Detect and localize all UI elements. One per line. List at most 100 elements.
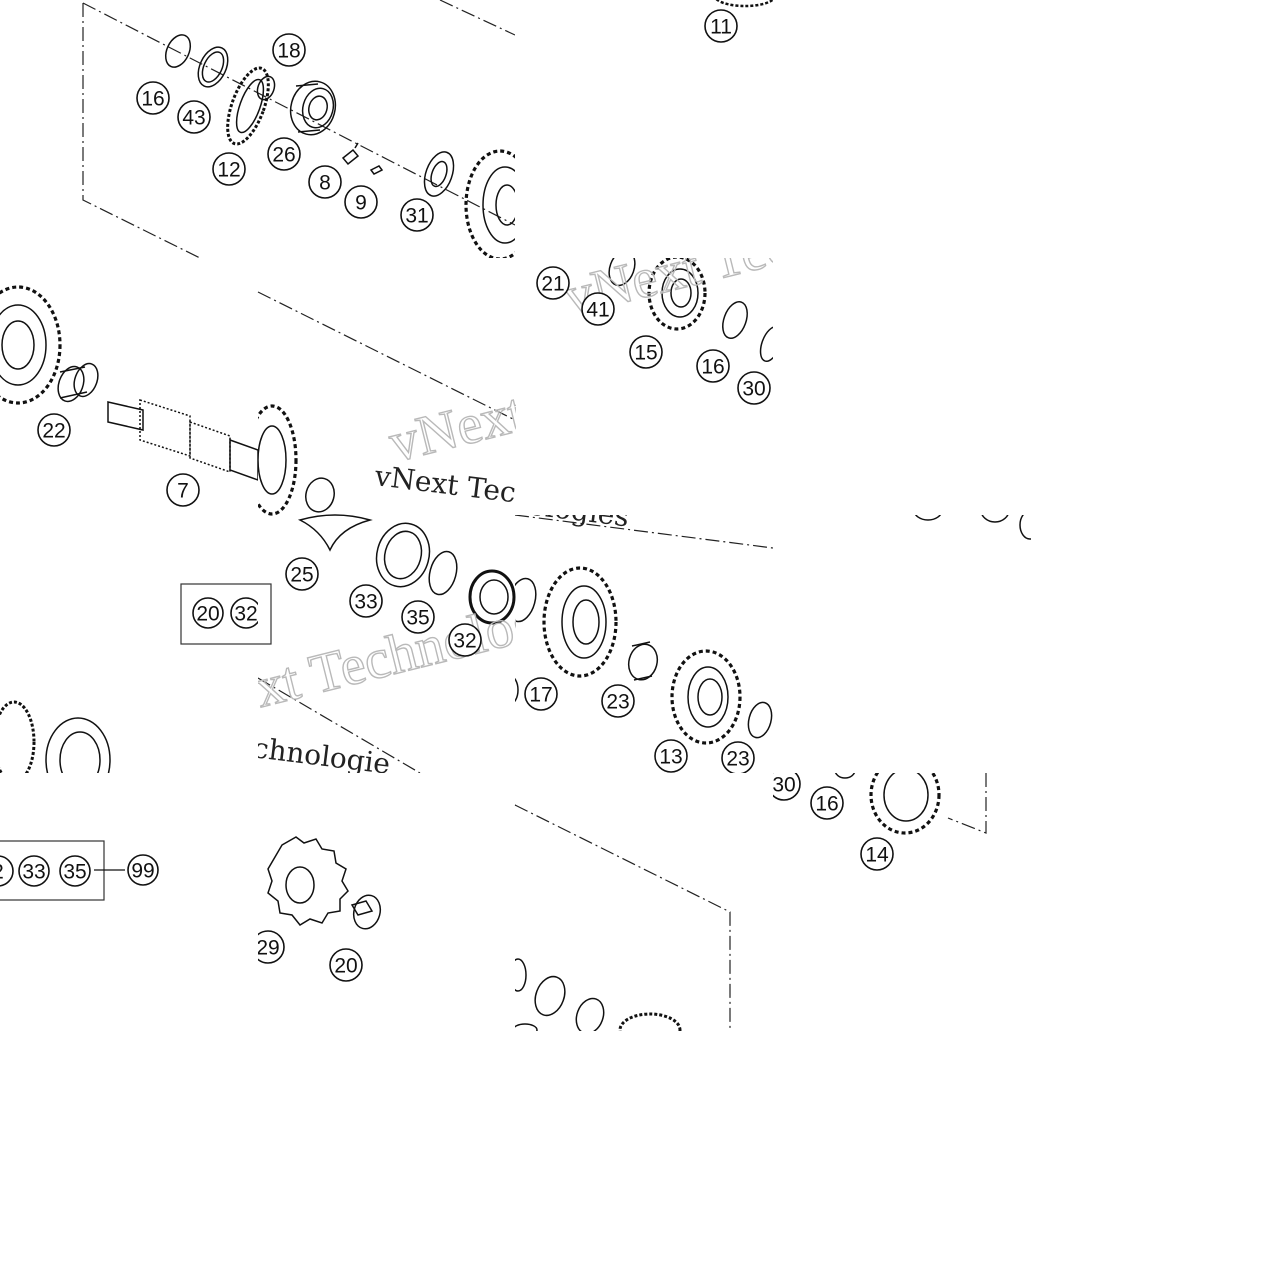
callout-circle [308,165,342,199]
callout-circle [773,773,801,801]
callout-label: 32 [453,630,476,653]
part-callout: 17 [524,677,558,711]
bushing-23b [747,701,773,739]
watermark-text: vNext Technologies [158,574,607,742]
part-callout: 33 [349,584,383,618]
bushing [305,477,335,513]
callout-circle [721,741,755,773]
shaft-7 [107,398,258,481]
nut-20 [350,894,382,930]
watermark-partial: vNext Tec [372,459,518,509]
callout-circle [536,266,570,300]
gear-large-top [464,149,515,258]
callout-label: 17 [529,684,552,707]
callout-circle [704,9,738,43]
callout-label: 31 [405,205,428,228]
part-callout: 41 [581,292,615,326]
gear-center [258,404,298,516]
callout-label: 21 [541,273,564,296]
watermark-text: vNext Technologies [558,160,1007,328]
part-callout: 31 [400,198,434,232]
gear-14 [869,773,941,835]
kit-box-a-label: 32 [234,603,257,626]
gear-13 [670,649,742,745]
callout-label: 23 [726,748,749,771]
callout-label: 20 [334,955,357,978]
part-callout: 29 [258,930,285,964]
part-callout: 15 [629,335,663,369]
ring-18 [256,75,276,101]
part-callout: 9 [344,185,378,219]
part-callout: 16 [696,349,730,383]
callout-circle [524,677,558,711]
callout-label: 15 [634,342,657,365]
callout-circle [37,413,71,447]
part-callout: 23 [601,684,635,718]
callout-label: 16 [701,356,724,379]
callout-circle [601,684,635,718]
callout-circle [810,786,844,820]
kit-box-b-label: 33 [22,861,45,884]
callout-label: 30 [742,378,765,401]
sprocket-29 [267,836,349,926]
callout-label: 16 [141,88,164,111]
seal-33 [375,522,431,588]
callout-circle [349,584,383,618]
kit-result-label: 99 [131,860,154,883]
callout-label: 30 [772,774,795,797]
part-callout: 13 [654,739,688,773]
callout-label: 7 [177,480,189,503]
callout-label: 23 [606,691,629,714]
bushing-23 [627,641,659,681]
callout-circle [629,335,663,369]
callout-label: 26 [272,144,295,167]
kit-box-a-label: 20 [196,603,219,626]
part-callout: 26 [267,137,301,171]
kit-box-a-frame [180,583,258,645]
circlip-16 [164,34,192,68]
part-callout: 30 [772,773,801,801]
callout-label: 16 [815,793,838,816]
part-callout: 25 [285,557,319,591]
bearing-26 [289,80,337,136]
kit-box-a: 20 32 [192,597,258,629]
callout-circle [654,739,688,773]
frame-lines [82,0,987,1031]
gear-left-large [0,285,62,405]
callout-label: 33 [354,591,377,614]
spring-25 [297,514,373,552]
part-callout: 35 [401,600,435,634]
part-callout: 8 [308,165,342,199]
callout-circle [581,292,615,326]
callout-label: 25 [290,564,313,587]
circlip-16b [722,301,748,339]
screw-9 [369,165,384,175]
callout-circle [860,837,894,871]
part-callout: 7 [166,473,200,507]
callout-circle [448,623,482,657]
callout-circle [696,349,730,383]
part-callout: 43 [177,100,211,134]
bearing-32 [468,569,516,625]
part-callout: 22 [37,413,71,447]
part-callout: 20 [329,948,363,982]
callout-label: 12 [217,159,240,182]
gear-15 [647,258,707,331]
callout-circle [267,137,301,171]
callout-label: 41 [586,299,609,322]
pin-8 [341,142,360,166]
part-callout: 16 [810,786,844,820]
watermark-partial: chnologie [251,731,392,781]
callout-circle [344,185,378,219]
callout-label: 18 [277,40,300,63]
part-callout: 21 [536,266,570,300]
kit-box-b-label: 2 [0,861,4,884]
callout-circle [177,100,211,134]
callout-label: 35 [406,607,429,630]
kit-box-b-label: 35 [63,861,86,884]
bushing-22 [57,362,99,403]
kit-box-b: 2 33 35 99 [0,854,159,887]
gear-lower-left [0,700,111,773]
